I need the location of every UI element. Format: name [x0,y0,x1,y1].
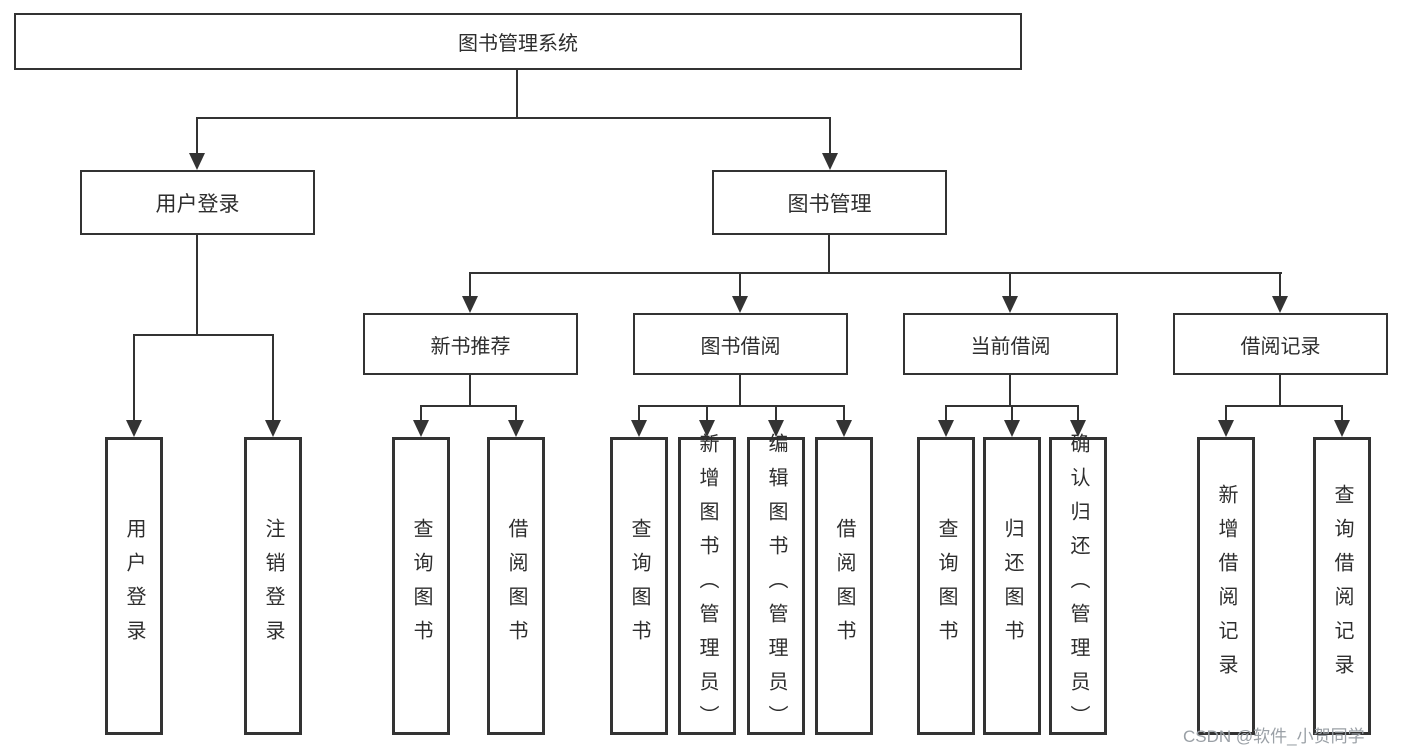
connector-current-borrowing-stem [1009,375,1011,406]
leaf-logout: 注销登录 [244,437,302,735]
connector-to-leaf [1077,405,1079,421]
arrow-down-icon [508,420,524,437]
leaf-edit-book-admin-label: 编辑图书（管理员） [765,433,787,739]
leaf-query-books-recommend: 查询图书 [392,437,450,735]
connector-book-borrowing-stem [739,375,741,406]
connector-to-leaf [1011,405,1013,421]
connector-book-management-bar [469,272,1282,274]
connector-root-stem [516,70,518,118]
leaf-query-books-borrowing: 查询图书 [610,437,668,735]
connector-to-borrowing-records [1279,272,1281,297]
leaf-user-login-label: 用户登录 [123,518,145,654]
connector-borrowing-records-stem [1279,375,1281,406]
leaf-borrow-books-borrowing: 借阅图书 [815,437,873,735]
leaf-borrow-books-borrowing-label: 借阅图书 [833,518,855,654]
leaf-add-borrow-record: 新增借阅记录 [1197,437,1255,735]
arrow-down-icon [1272,296,1288,313]
arrow-down-icon [938,420,954,437]
leaf-query-books-borrowing-label: 查询图书 [628,518,650,654]
leaf-query-books-current: 查询图书 [917,437,975,735]
node-borrowing-records-label: 借阅记录 [1240,335,1321,358]
arrow-down-icon [768,420,784,437]
arrow-down-icon [836,420,852,437]
leaf-logout-label: 注销登录 [262,518,284,654]
connector-to-leaf [775,405,777,421]
leaf-return-book-label: 归还图书 [1001,518,1023,654]
connector-user-login-stem [196,235,198,335]
connector-to-user-login [196,117,198,154]
leaf-query-books-current-label: 查询图书 [935,518,957,654]
leaf-add-borrow-record-label: 新增借阅记录 [1215,484,1237,688]
arrow-down-icon [631,420,647,437]
connector-book-management-stem [828,235,830,274]
connector-to-leaf [1225,405,1227,421]
connector-to-leaf [706,405,708,421]
csdn-watermark: CSDN @软件_小贺同学 [1183,727,1365,746]
connector-to-leaf [420,405,422,421]
connector-to-book-management [829,117,831,154]
leaf-user-login: 用户登录 [105,437,163,735]
arrow-down-icon [732,296,748,313]
leaf-confirm-return-admin-label: 确认归还（管理员） [1067,433,1089,739]
connector-to-leaf [945,405,947,421]
arrow-down-icon [189,153,205,170]
connector-book-borrowing-bar [638,405,845,407]
arrow-down-icon [462,296,478,313]
node-book-borrowing: 图书借阅 [633,313,848,375]
leaf-add-book-admin-label: 新增图书（管理员） [696,433,718,739]
leaf-borrow-books-recommend-label: 借阅图书 [505,518,527,654]
node-new-book-recommendation-label: 新书推荐 [430,335,511,358]
arrow-down-icon [822,153,838,170]
node-user-login-label: 用户登录 [155,192,240,216]
connector-to-leaf [515,405,517,421]
arrow-down-icon [1218,420,1234,437]
connector-new-book-stem [469,375,471,406]
node-book-management-label: 图书管理 [787,192,872,216]
arrow-down-icon [1070,420,1086,437]
node-current-borrowing: 当前借阅 [903,313,1118,375]
connector-to-book-borrowing [739,272,741,297]
connector-borrowing-records-bar [1225,405,1343,407]
leaf-confirm-return-admin: 确认归还（管理员） [1049,433,1107,739]
connector-to-new-book-recommendation [469,272,471,297]
connector-user-login-bar [133,334,274,336]
connector-to-leaf [1341,405,1343,421]
leaf-borrow-books-recommend: 借阅图书 [487,437,545,735]
arrow-down-icon [413,420,429,437]
arrow-down-icon [126,420,142,437]
leaf-query-borrow-record-label: 查询借阅记录 [1331,484,1353,688]
leaf-return-book: 归还图书 [983,437,1041,735]
arrow-down-icon [1002,296,1018,313]
connector-to-current-borrowing [1009,272,1011,297]
node-current-borrowing-label: 当前借阅 [970,335,1051,358]
arrow-down-icon [265,420,281,437]
node-root-label: 图书管理系统 [458,33,578,55]
connector-new-book-bar [420,405,517,407]
node-book-borrowing-label: 图书借阅 [700,335,781,358]
node-book-management: 图书管理 [712,170,947,235]
node-root: 图书管理系统 [14,13,1022,70]
connector-root-bar [196,117,831,119]
node-user-login: 用户登录 [80,170,315,235]
node-new-book-recommendation: 新书推荐 [363,313,578,375]
connector-to-leaf [638,405,640,421]
connector-to-leaf [843,405,845,421]
leaf-query-borrow-record: 查询借阅记录 [1313,437,1371,735]
arrow-down-icon [1004,420,1020,437]
leaf-edit-book-admin: 编辑图书（管理员） [747,433,805,739]
arrow-down-icon [699,420,715,437]
node-borrowing-records: 借阅记录 [1173,313,1388,375]
leaf-add-book-admin: 新增图书（管理员） [678,433,736,739]
connector-to-leaf-user-login [133,334,135,421]
leaf-query-books-recommend-label: 查询图书 [410,518,432,654]
connector-to-leaf-logout [272,334,274,421]
arrow-down-icon [1334,420,1350,437]
